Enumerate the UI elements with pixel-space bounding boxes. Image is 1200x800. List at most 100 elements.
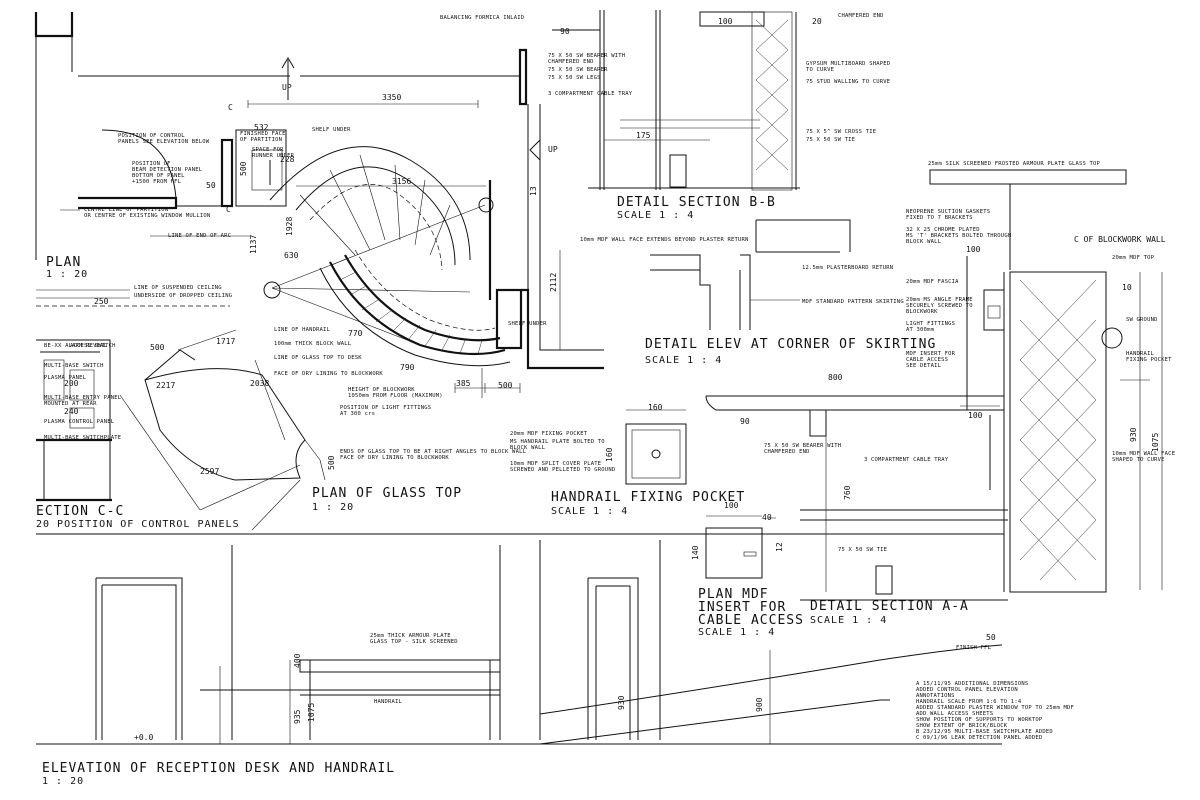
note-shelf-2: SHELF UNDER	[508, 321, 547, 327]
dim-1717: 1717	[216, 337, 236, 346]
note-pocket-4: 10mm MDF SPLIT COVER PLATE	[510, 461, 602, 467]
dim-90: 90	[740, 417, 750, 426]
elevation-linework	[36, 533, 1004, 745]
note-angle-1: 20mm MS ANGLE FRAME	[906, 297, 973, 303]
note-sw-tie-aa: 75 X 50 SW TIE	[838, 547, 888, 553]
dim-160a: 160	[648, 403, 663, 412]
mdf-title-3: CABLE ACCESS	[698, 613, 804, 628]
dim-500a: 500	[239, 161, 248, 176]
note-bearer-chamfer: 75 X 50 SW BEARER WITH	[548, 53, 626, 59]
note-armour-2: GLASS TOP - SILK SCREENED	[370, 639, 458, 645]
dim-500c: 500	[327, 455, 336, 470]
note-detection-3: BOTTOM OF PANEL	[132, 173, 185, 179]
note-detection-4: +1500 FROM FFL	[132, 179, 182, 185]
dim-2597: 2597	[200, 467, 220, 476]
note-blockwork-wall: C OF BLOCKWORK WALL	[1074, 235, 1166, 244]
section-cc-linework	[36, 339, 112, 502]
note-end-arc: LINE OF END OF ARC	[168, 233, 232, 239]
note-pocket-2: MS HANDRAIL PLATE BOLTED TO	[510, 439, 605, 445]
dim-930: 930	[1129, 427, 1138, 442]
note-rev-5: ADDED STANDARD PLASTER WINDOW TOP TO 25m…	[916, 705, 1075, 711]
note-handrail-elev: HANDRAIL	[374, 699, 403, 705]
dim-12: 12	[775, 542, 784, 552]
note-neoprene-2: FIXED TO 7 BRACKETS	[906, 215, 973, 221]
note-centre-line-1: CENTRE LINE OF PARTITION	[84, 207, 169, 213]
dim-500b: 500	[150, 343, 165, 352]
dim-1075: 1075	[1151, 432, 1160, 452]
dim-760: 760	[843, 485, 852, 500]
note-mdf-insert-2: CABLE ACCESS	[906, 357, 949, 363]
dim-1956: 3156	[392, 177, 412, 186]
note-tray-2: 3 COMPARTMENT CABLE TRAY	[864, 457, 949, 463]
note-frosted: 25mm SILK SCREENED FROSTED ARMOUR PLATE …	[928, 161, 1101, 167]
note-rev-6: ADD WALL ACCESS SHEETS	[916, 711, 994, 717]
dim-790: 790	[400, 363, 415, 372]
pocket-title: HANDRAIL FIXING POCKET	[551, 490, 746, 505]
elevation-title: ELEVATION OF RECEPTION DESK AND HANDRAIL	[42, 761, 396, 776]
dim-630: 630	[284, 251, 299, 260]
dim-50: 50	[206, 181, 216, 190]
note-chrome-3: BLOCK WALL	[906, 239, 942, 245]
note-block-wall: 100mm THICK BLOCK WALL	[274, 341, 352, 347]
detail-skirting-linework	[650, 219, 851, 330]
note-rev-2: ADDED CONTROL PANEL ELEVATION	[916, 687, 1018, 693]
plan-scale: 1 : 20	[46, 269, 89, 280]
note-skirting: MDF STANDARD PATTERN SKIRTING	[802, 299, 904, 305]
note-angle-2: SECURELY SCREWED TO	[906, 303, 973, 309]
dim-50b: 50	[986, 633, 996, 642]
detail-aa-title: DETAIL SECTION A-A	[810, 599, 969, 614]
dim-250: 250	[94, 297, 109, 306]
note-chrome-1: 32 X 25 CHROME PLATED	[906, 227, 980, 233]
glass-top-linework	[119, 329, 326, 531]
detail-bb-linework	[552, 10, 800, 191]
note-panel-8: MULTI-BASE SWITCHPLATE	[44, 435, 122, 441]
note-pocket-5: SCREWED AND PELLETED TO GROUND	[510, 467, 616, 473]
note-rev-8: SHOW EXTENT OF BRICK/BLOCK	[916, 723, 1008, 729]
elevation-scale: 1 : 20	[42, 776, 85, 787]
dim-1928: 1928	[285, 216, 294, 236]
section-cc-title: ECTION C-C	[36, 504, 125, 519]
glass-top-title: PLAN OF GLASS TOP	[312, 486, 463, 501]
note-rev-4: HANDRAIL SCALE FROM 1:6 TO 1:4	[916, 699, 1022, 705]
mdf-scale: SCALE 1 : 4	[698, 627, 776, 638]
section-mark-c-top: C	[228, 103, 233, 112]
note-dry-lining: FACE OF DRY LINING TO BLOCKWORK	[274, 371, 383, 377]
note-finished-face: FINISHED FACE	[240, 131, 286, 137]
dim-level: +0.0	[134, 733, 154, 742]
note-stud: 75 STUD WALLING TO CURVE	[806, 79, 891, 85]
note-rev-9: B 23/12/95 MULTI-BASE SWITCHPLATE ADDED	[916, 729, 1053, 735]
section-cc-subtitle: 20 POSITION OF CONTROL PANELS	[36, 519, 240, 530]
note-line-handrail: LINE OF HANDRAIL	[274, 327, 331, 333]
note-neoprene-1: NEOPRENE SUCTION GASKETS	[906, 209, 991, 215]
dim-3350: 3350	[382, 93, 402, 102]
note-mdf-insert-1: MDF INSERT FOR	[906, 351, 956, 357]
note-centre-line-2: OR CENTRE OF EXISTING WINDOW MULLION	[84, 213, 211, 219]
detail-aa-linework	[705, 169, 1163, 601]
note-up-2: UP	[548, 145, 558, 154]
note-height-block-1: HEIGHT OF BLOCKWORK	[348, 387, 415, 393]
note-cross-tie: 75 X 5^ SW CROSS TIE	[806, 129, 877, 135]
note-control-1: POSITION OF CONTROL	[118, 133, 185, 139]
plan-linework	[34, 12, 604, 398]
dim-175: 175	[636, 131, 651, 140]
note-plasterboard: 12.5mm PLASTERBOARD RETURN	[802, 265, 894, 271]
dim-100b: 100	[966, 245, 981, 254]
dim-800: 800	[828, 373, 843, 382]
dim-100a: 100	[968, 411, 983, 420]
note-sw-tie: 75 X 50 SW TIE	[806, 137, 856, 143]
note-detection-1: POSITION OF	[132, 161, 171, 167]
dim-532: 532	[254, 123, 269, 132]
note-glass-top: LINE OF GLASS TOP TO DESK	[274, 355, 362, 361]
dim-2112: 2112	[549, 272, 558, 292]
dim-20a: 20	[812, 17, 822, 26]
note-suspended: LINE OF SUSPENDED CEILING	[134, 285, 222, 291]
note-rev-10: C 09/1/96 LEAK DETECTION PANEL ADDED	[916, 735, 1043, 741]
note-balancing: BALANCING FORMICA INLAID	[440, 15, 525, 21]
dim-160b: 160	[605, 447, 614, 462]
note-mdf-wall-2: SHAPED TO CURVE	[1112, 457, 1165, 463]
dim-200: 200	[64, 379, 79, 388]
note-partition: OF PARTITION	[240, 137, 283, 143]
note-pocket-3: BLOCK WALL	[510, 445, 546, 451]
